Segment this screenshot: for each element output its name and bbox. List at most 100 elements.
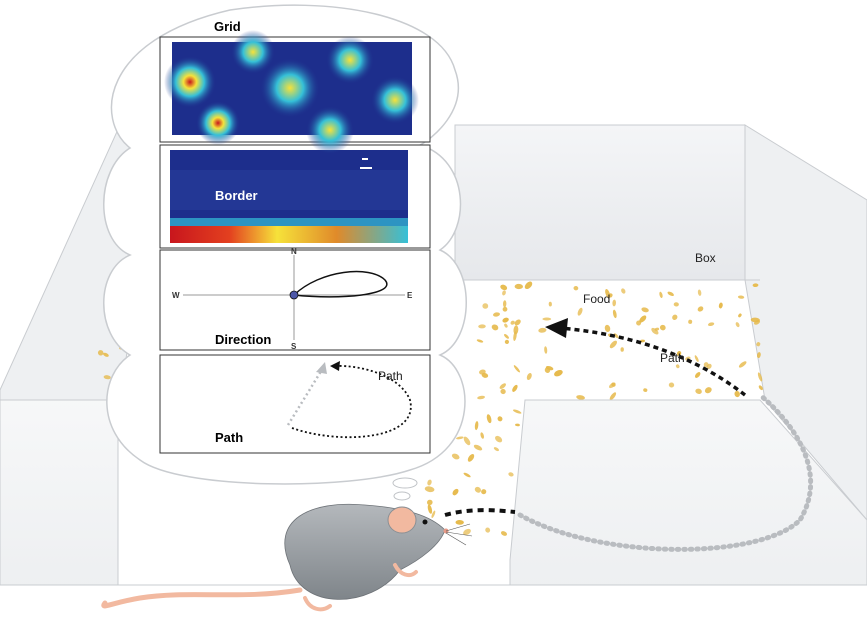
food-pellet: [750, 317, 760, 323]
food-pellet: [544, 346, 548, 354]
food-pellet: [495, 435, 503, 443]
food-pellet: [474, 421, 479, 431]
food-pellet: [643, 388, 648, 392]
food-pellet: [452, 488, 459, 496]
compass-w: W: [172, 291, 180, 300]
food-pellet: [481, 489, 487, 495]
food-pellet: [667, 291, 674, 297]
food-pellet: [515, 423, 520, 427]
food-pellet: [474, 486, 482, 493]
panel-direction: N S W E Direction: [159, 247, 431, 351]
panel-grid-title: Grid: [214, 19, 241, 34]
food-pellet: [502, 317, 509, 323]
thought-dot-2: [393, 491, 411, 501]
food-pellet: [493, 447, 499, 452]
compass-e: E: [407, 291, 413, 300]
box-front-wall: [509, 399, 867, 586]
food-pellet: [451, 453, 460, 460]
food-pellet: [621, 288, 626, 294]
mouse-hind-foot: [303, 596, 332, 612]
food-pellet: [654, 327, 660, 331]
box-path-arrowhead: [545, 318, 568, 338]
food-pellet: [697, 306, 704, 312]
box-front: [0, 399, 867, 586]
food-pellet: [103, 375, 111, 380]
food-pellet: [502, 306, 508, 312]
food-pellet: [668, 382, 675, 388]
panel-direction-title: Direction: [215, 332, 271, 347]
food-pellet: [463, 472, 471, 478]
food-pellet: [672, 314, 678, 320]
food-pellet: [514, 283, 523, 290]
direction-tuning-curve: [292, 270, 388, 298]
food-pellet: [512, 409, 522, 414]
food-pellet: [688, 319, 693, 324]
food-pellet: [707, 322, 715, 327]
food-pellet: [482, 303, 489, 309]
food-pellet: [641, 307, 649, 313]
food-pellet: [480, 432, 484, 439]
panel-border-title: Border: [215, 188, 258, 203]
food-pellet: [485, 527, 491, 533]
food-pellet: [431, 510, 436, 519]
food-pellet: [573, 285, 579, 291]
food-pellet: [703, 362, 709, 368]
box-path-grey-dots: [517, 392, 814, 552]
panel-border: Border: [159, 144, 431, 249]
food-pellet: [651, 327, 659, 335]
food-pellet: [103, 352, 109, 357]
panel-path-black-arrowhead: [330, 361, 340, 371]
food-pellet: [577, 307, 583, 316]
food-pellet: [757, 372, 763, 382]
panel-path-curve-label: Path: [378, 369, 403, 383]
food-pellet: [718, 302, 723, 309]
food-pellet: [481, 372, 489, 378]
food-pellet: [499, 383, 506, 389]
food-pellet: [491, 324, 499, 331]
food-pellet: [427, 479, 432, 486]
food-pellet: [675, 364, 680, 369]
food-pellet: [738, 361, 747, 368]
mouse-eye: [422, 519, 428, 525]
food-pellet: [512, 384, 518, 392]
grid-firing-fields: [164, 30, 419, 154]
food-pellet: [97, 350, 104, 356]
food-pellet: [456, 436, 464, 440]
food-pellet: [504, 323, 508, 328]
food-pellet: [493, 312, 500, 317]
panel-path: Path Path: [159, 354, 431, 454]
food-pellet: [478, 324, 486, 329]
food-pellet: [427, 499, 433, 506]
direction-center-dot: [289, 290, 299, 300]
food-pellet: [545, 365, 554, 371]
food-pellet: [609, 340, 618, 349]
food-pellet: [508, 472, 514, 477]
food-pellet: [510, 320, 515, 325]
panel-grid: Grid: [159, 19, 431, 154]
mouse-tail: [101, 587, 303, 609]
food-pellet: [758, 385, 763, 391]
food-pellet: [695, 388, 702, 394]
box-front-left-wall: [0, 399, 119, 586]
food-pellet: [463, 528, 471, 536]
food-label: Food: [583, 292, 610, 306]
food-pellet: [477, 395, 485, 400]
border-firing-strip: [170, 226, 408, 243]
food-pellet: [605, 289, 611, 299]
food-pellet: [757, 352, 761, 359]
thought-dot-1: [392, 477, 418, 489]
food-pellet: [734, 390, 740, 398]
food-pellet: [476, 339, 484, 343]
food-pellet: [486, 414, 492, 424]
food-pellet: [502, 300, 507, 308]
food-pellet: [659, 324, 666, 331]
food-pellet: [526, 372, 532, 381]
food-pellet: [554, 370, 563, 377]
food-pellet: [500, 284, 508, 291]
food-pellet: [604, 324, 611, 332]
food-pellet: [500, 388, 506, 395]
food-pellet: [514, 319, 521, 326]
food-pellet: [467, 454, 475, 462]
food-pellet: [504, 334, 509, 339]
